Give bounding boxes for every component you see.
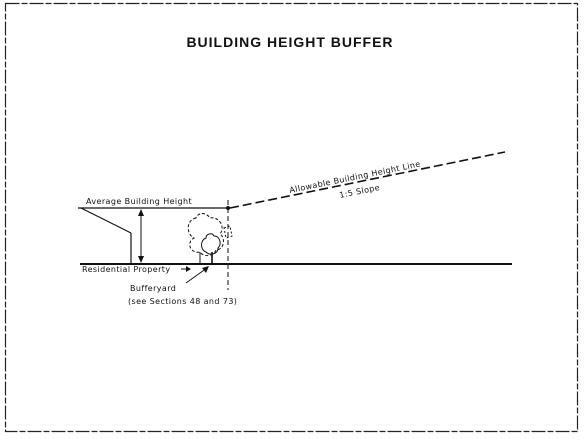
- label-sections-reference: (see Sections 48 and 73): [128, 297, 237, 306]
- allowable-height-line: [229, 151, 506, 209]
- residential-arrowhead: [186, 266, 191, 272]
- label-bufferyard: Bufferyard: [130, 284, 176, 293]
- bufferyard-arrowhead: [202, 266, 209, 273]
- bufferyard-leader: [185, 267, 208, 284]
- label-slope: 1:5 Slope: [339, 183, 381, 200]
- residential-roof-line: [80, 207, 132, 234]
- frame-border: [4, 2, 579, 433]
- bufferyard-trees-icon: [187, 213, 233, 263]
- label-average-building-height: Average Building Height: [86, 197, 192, 206]
- height-line-origin-point: [226, 206, 230, 210]
- label-residential-property: Residential Property: [82, 265, 170, 274]
- height-arrow-bottom: [138, 256, 144, 263]
- diagram-title: BUILDING HEIGHT BUFFER: [186, 34, 393, 50]
- height-arrow-top: [138, 209, 144, 216]
